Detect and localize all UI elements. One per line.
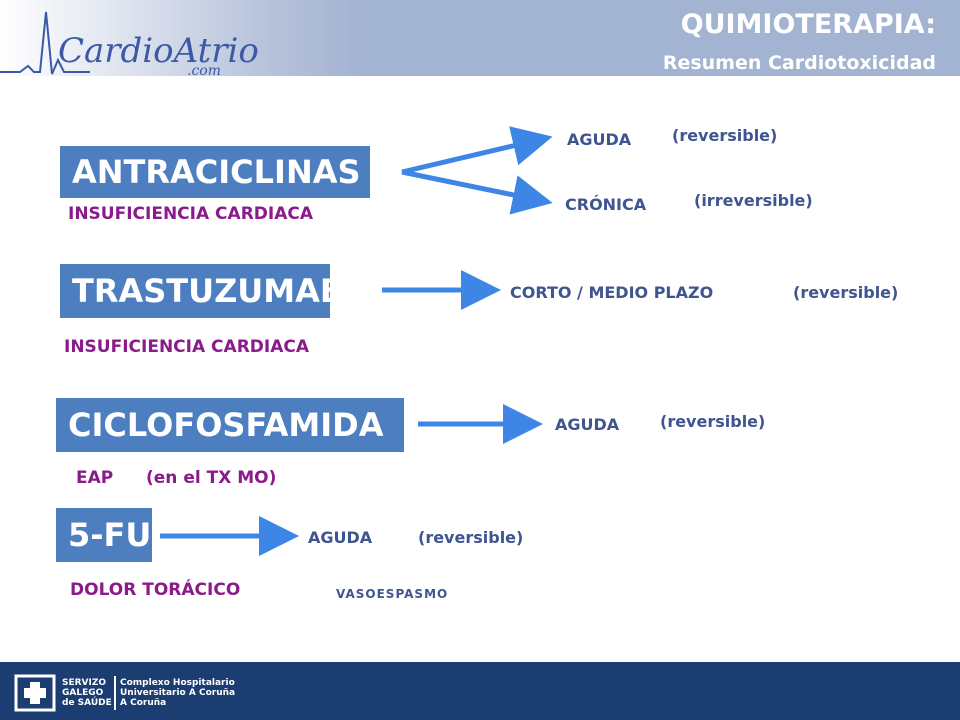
drug-box-5fu: 5-FU bbox=[56, 508, 152, 562]
header-band bbox=[0, 0, 960, 76]
footer-separator bbox=[114, 676, 116, 710]
sergas-logo bbox=[10, 670, 270, 716]
footer-org-lines: SERVIZO GALEGO de SAÚDE bbox=[62, 678, 112, 708]
outcome-aguda-note: (reversible) bbox=[672, 126, 778, 145]
outcome-corto-medio-note: (reversible) bbox=[793, 283, 899, 302]
cardioatrio-logo: CardioAtrio .com bbox=[0, 0, 260, 80]
page-title: QUIMIOTERAPIA: bbox=[680, 9, 936, 40]
outcome-cronica-label: CRÓNICA bbox=[565, 195, 647, 214]
outcome-5fu-note: (reversible) bbox=[418, 528, 524, 547]
footer-band bbox=[0, 662, 960, 720]
drug-box-antraciclinas: ANTRACICLINAS bbox=[60, 146, 370, 198]
footer-org-line-1: SERVIZO bbox=[62, 678, 107, 688]
effect-trastuzumab: INSUFICIENCIA CARDIACA bbox=[64, 337, 310, 357]
effect-antraciclinas: INSUFICIENCIA CARDIACA bbox=[68, 204, 314, 224]
footer-hospital-lines: Complexo Hospitalario Universitario A Co… bbox=[120, 678, 235, 708]
effect-5fu: DOLOR TORÁCICO bbox=[70, 580, 241, 600]
outcome-5fu-label: AGUDA bbox=[308, 528, 373, 547]
footer-hospital-line-1: Complexo Hospitalario bbox=[120, 678, 235, 688]
outcome-cronica-note: (irreversible) bbox=[694, 191, 813, 210]
arrow-antraciclinas-aguda bbox=[401, 126, 553, 175]
outcome-ciclofosfamida-label: AGUDA bbox=[555, 415, 620, 434]
extra-5fu-vasoespasmo: VASOESPASMO bbox=[336, 587, 449, 601]
ecg-line-icon bbox=[0, 11, 90, 75]
effect-ciclofosfamida-note: (en el TX MO) bbox=[146, 468, 277, 488]
logo-text: CardioAtrio bbox=[58, 31, 259, 71]
footer-org-line-3: de SAÚDE bbox=[62, 698, 112, 708]
page-subtitle: Resumen Cardiotoxicidad bbox=[662, 52, 936, 74]
outcome-aguda-label: AGUDA bbox=[567, 130, 632, 149]
footer-org-line-2: GALEGO bbox=[62, 688, 104, 698]
effect-ciclofosfamida-label: EAP bbox=[76, 468, 114, 488]
outcome-corto-medio-label: CORTO / MEDIO PLAZO bbox=[510, 283, 714, 302]
sergas-cross-icon bbox=[14, 674, 56, 712]
footer-hospital-line-2: Universitario A Coruña bbox=[120, 688, 236, 698]
logo-sub: .com bbox=[187, 63, 221, 79]
footer-hospital-line-3: A Coruña bbox=[120, 698, 167, 708]
drug-box-ciclofosfamida: CICLOFOSFAMIDA bbox=[56, 398, 404, 452]
arrow-antraciclinas-cronica bbox=[401, 169, 553, 215]
drug-box-trastuzumab: TRASTUZUMAB bbox=[60, 264, 344, 318]
outcome-ciclofosfamida-note: (reversible) bbox=[660, 412, 766, 431]
